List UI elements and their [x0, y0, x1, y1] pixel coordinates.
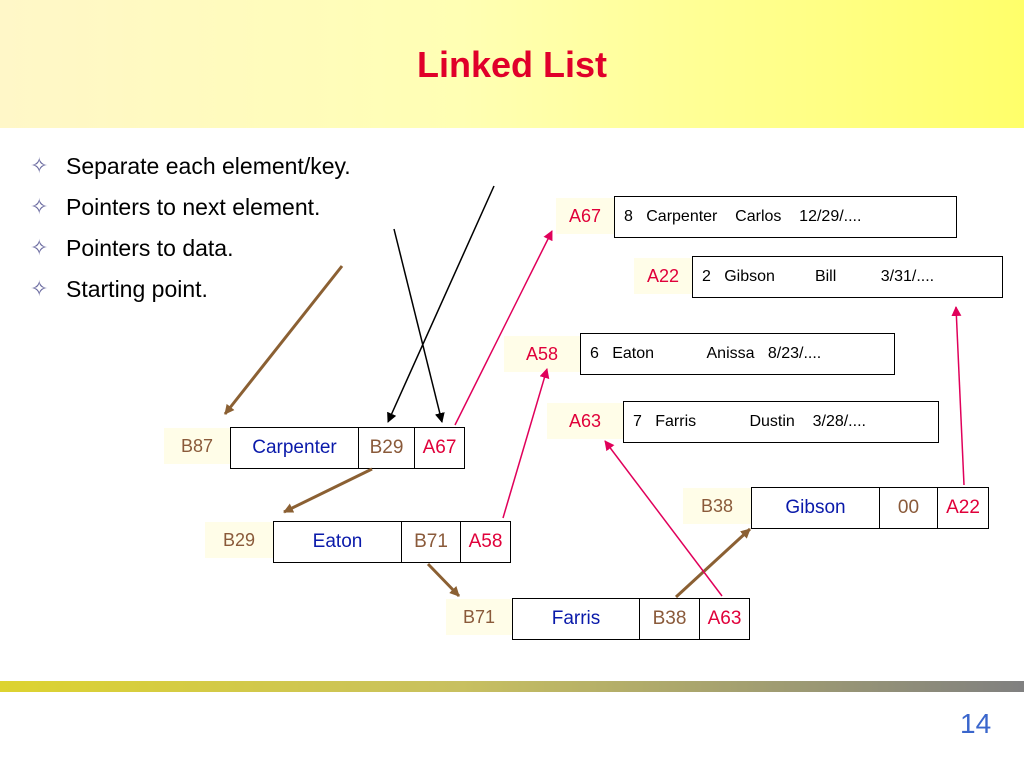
data-record: 7 Farris Dustin 3/28/....: [623, 401, 939, 443]
data-record: 6 Eaton Anissa 8/23/....: [580, 333, 895, 375]
bullet-text: Pointers to data.: [66, 235, 234, 261]
node-key-cell: Farris: [512, 598, 640, 640]
node-key-cell: Gibson: [751, 487, 880, 529]
next-pointer-arrow: [283, 467, 373, 514]
bullet-item: ✧ Separate each element/key.: [30, 146, 351, 187]
start-pointer-arrow: [223, 265, 344, 415]
footer-bar: [0, 681, 1024, 692]
node-data-pointer-cell: A22: [937, 487, 989, 529]
data-pointer-arrow: [502, 368, 550, 519]
data-pointer-arrow: [454, 230, 553, 426]
node-address-label: B71: [446, 599, 512, 635]
bullet-text: Starting point.: [66, 276, 208, 302]
record-address-label: A67: [556, 198, 614, 234]
data-record: 2 Gibson Bill 3/31/....: [692, 256, 1003, 298]
node-next-pointer-cell: B71: [400, 521, 462, 563]
data-record: 8 Carpenter Carlos 12/29/....: [614, 196, 957, 238]
bullet-item: ✧ Pointers to data.: [30, 228, 351, 269]
list-node: Carpenter B29 A67: [230, 427, 465, 469]
node-address-label: B29: [205, 522, 273, 558]
sparkle-bullet-icon: ✧: [30, 277, 49, 302]
bullet-item: ✧ Starting point.: [30, 269, 351, 310]
node-next-pointer-cell: B29: [357, 427, 416, 469]
page-number: 14: [960, 708, 992, 739]
record-address-label: A58: [504, 336, 580, 372]
node-address-label: B87: [164, 428, 230, 464]
title-band: [0, 0, 1024, 128]
slide-title: Linked List: [416, 44, 608, 85]
node-data-pointer-cell: A67: [414, 427, 465, 469]
node-key-cell: Carpenter: [230, 427, 359, 469]
list-node: Farris B38 A63: [512, 598, 750, 640]
node-data-pointer-cell: A58: [460, 521, 511, 563]
bullet-item: ✧ Pointers to next element.: [30, 187, 351, 228]
bullet-text: Pointers to next element.: [66, 194, 321, 220]
list-node: Gibson 00 A22: [751, 487, 989, 529]
record-address-label: A22: [634, 258, 692, 294]
sparkle-bullet-icon: ✧: [30, 195, 49, 220]
node-address-label: B38: [683, 488, 751, 524]
data-pointer-arrow: [951, 306, 965, 486]
callout-arrow: [387, 185, 495, 423]
node-next-pointer-cell: 00: [878, 487, 939, 529]
record-address-label: A63: [547, 403, 623, 439]
next-pointer-arrow: [674, 527, 752, 599]
node-key-cell: Eaton: [273, 521, 402, 563]
node-data-pointer-cell: A63: [699, 598, 750, 640]
sparkle-bullet-icon: ✧: [30, 154, 49, 179]
node-next-pointer-cell: B38: [638, 598, 701, 640]
sparkle-bullet-icon: ✧: [30, 236, 49, 261]
list-node: Eaton B71 A58: [273, 521, 511, 563]
bullet-text: Separate each element/key.: [66, 153, 351, 179]
data-pointer-arrow: [604, 440, 723, 597]
bullet-list: ✧ Separate each element/key. ✧ Pointers …: [30, 146, 351, 310]
next-pointer-arrow: [426, 562, 461, 598]
callout-arrow: [393, 228, 445, 423]
